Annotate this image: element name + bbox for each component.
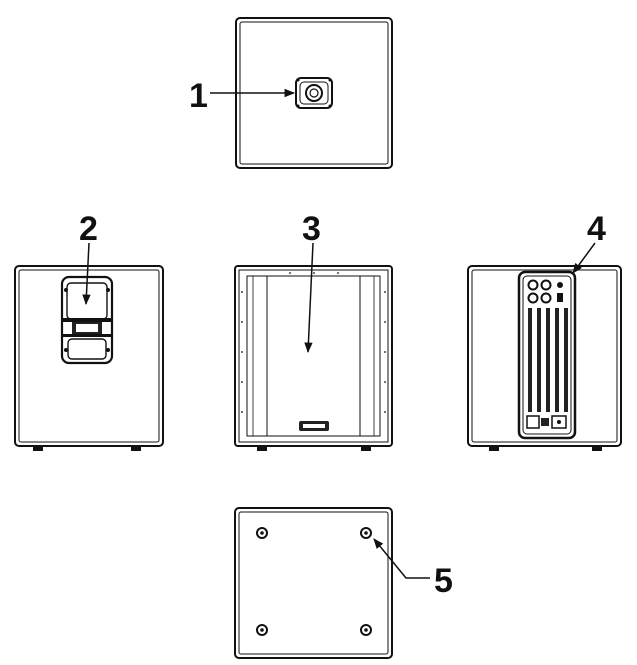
callout-5-label: 5 (434, 562, 453, 600)
callout-3-label: 3 (302, 210, 321, 248)
callout-2-label: 2 (79, 210, 98, 248)
callout-3-leader (304, 242, 314, 354)
input-connectors (527, 279, 563, 304)
grille-dots (241, 272, 386, 413)
callout-2-leader (82, 242, 91, 306)
rear-view (467, 265, 622, 451)
callout-4-label: 4 (587, 210, 606, 248)
callout-4-leader (572, 242, 596, 274)
front-logo-badge (299, 421, 329, 431)
side-handle (60, 275, 114, 365)
pole-mount-socket (295, 77, 333, 109)
front-view (234, 265, 393, 451)
bottom-view (234, 507, 393, 659)
rubber-feet (256, 527, 372, 636)
top-view (235, 17, 393, 169)
heatsink-fins (528, 308, 568, 412)
callout-5-leader (373, 538, 430, 579)
left-side-view (14, 265, 164, 451)
callout-1-label: 1 (189, 77, 208, 115)
amplifier-panel (517, 270, 577, 440)
power-section (526, 415, 567, 429)
